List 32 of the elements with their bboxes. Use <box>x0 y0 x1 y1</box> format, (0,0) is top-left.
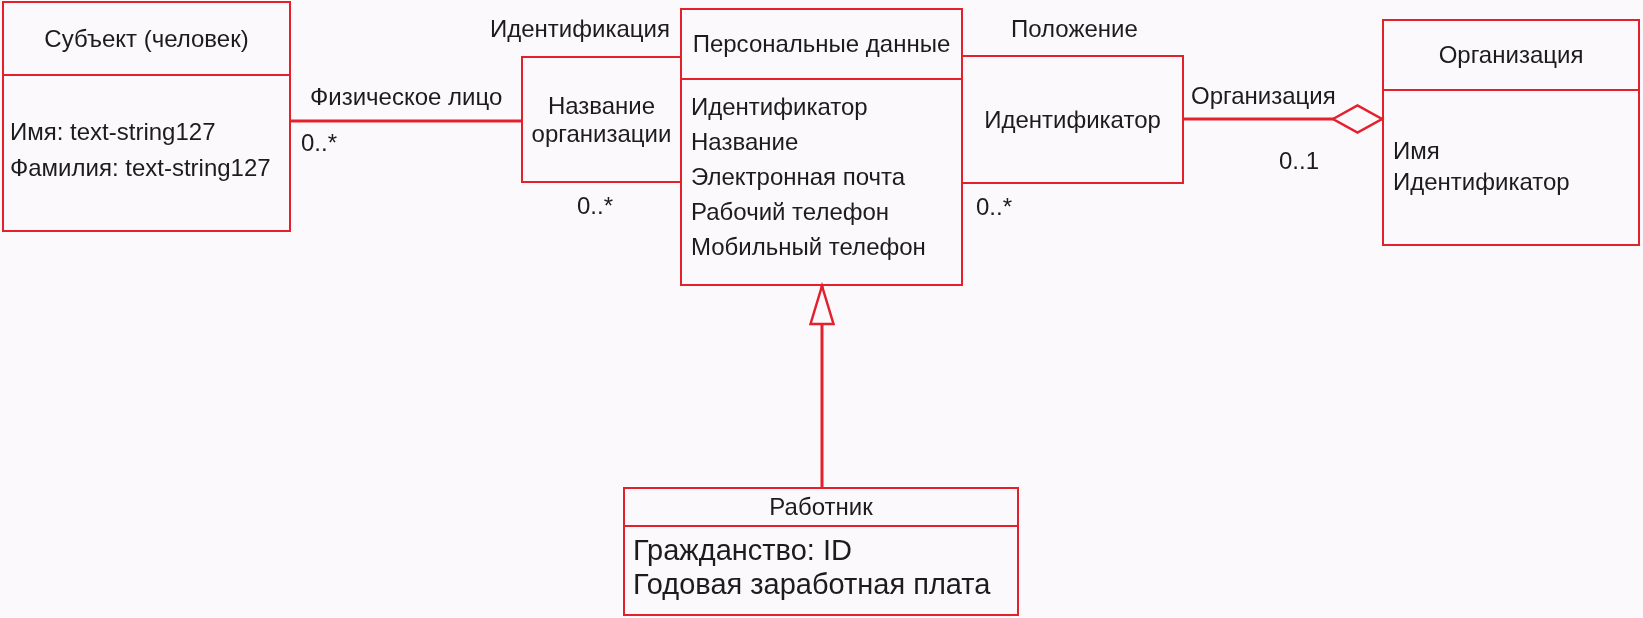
multiplicity-label: 0..* <box>976 193 1013 221</box>
association-line <box>291 119 521 123</box>
aggregation-line <box>1184 104 1384 134</box>
class-name: Персональные данные <box>692 30 951 58</box>
attribute-text: Годовая заработная плата <box>633 567 991 601</box>
class-box <box>1382 19 1640 246</box>
qualifier-box <box>521 56 680 183</box>
attribute-text: Рабочий телефон <box>691 197 890 227</box>
qualifier-box <box>963 55 1184 184</box>
attribute-text: Гражданство: ID <box>633 533 852 567</box>
class-name: Субъект (человек) <box>44 24 249 53</box>
multiplicity-label: 0..* <box>301 129 338 157</box>
attribute-text: Мобильный телефон <box>691 232 926 262</box>
attribute-text: Фамилия: text-string127 <box>10 153 271 183</box>
attribute-text: Название <box>691 127 799 157</box>
inheritance-arrow <box>809 284 835 487</box>
attribute-text: Имя <box>1393 136 1440 166</box>
class-box <box>2 1 291 232</box>
multiplicity-label: 0..* <box>577 192 614 220</box>
qualifier-text: Идентификатор <box>984 105 1161 134</box>
qualifier-text: Название организации <box>530 91 673 148</box>
attribute-text: Электронная почта <box>691 162 906 192</box>
role-name: Положение <box>1011 15 1138 43</box>
attribute-text: Идентификатор <box>691 92 868 122</box>
role-name: Идентификация <box>490 15 670 43</box>
class-name: Работник <box>769 493 873 521</box>
attribute-text: Идентификатор <box>1393 167 1570 197</box>
attribute-text: Имя: text-string127 <box>10 117 216 147</box>
class-box <box>680 8 963 286</box>
multiplicity-label: 0..1 <box>1279 147 1320 175</box>
class-box <box>623 487 1019 616</box>
class-name: Организация <box>1438 41 1584 69</box>
